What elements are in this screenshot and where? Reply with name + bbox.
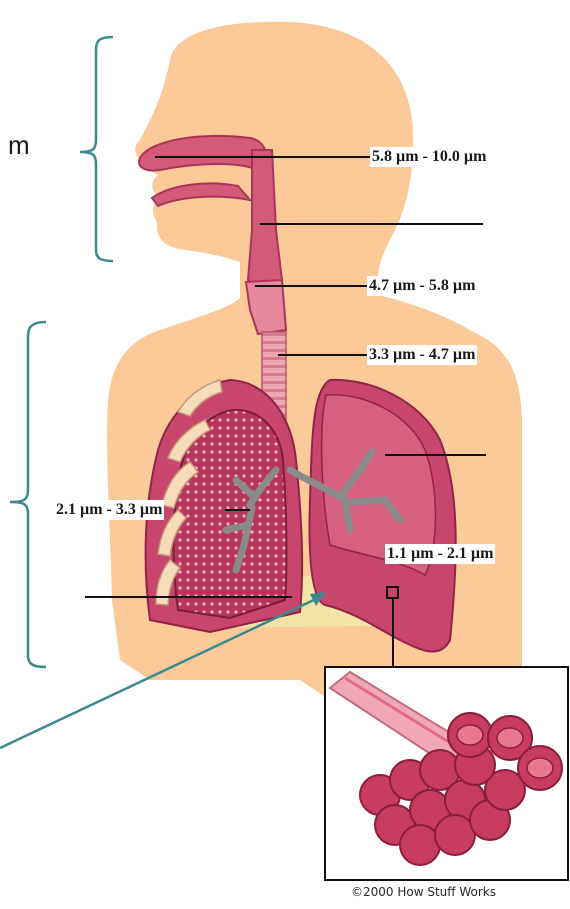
- label-larynx: 4.7 µm - 5.8 µm: [367, 276, 477, 296]
- label-bronchi: 2.1 µm - 3.3 µm: [54, 500, 164, 520]
- cropped-label-fragment: m: [8, 130, 30, 160]
- copyright-credit: ©2000 How Stuff Works: [351, 885, 496, 899]
- label-alveoli: 1.1 µm - 2.1 µm: [385, 544, 495, 564]
- label-nose: 5.8 µm - 10.0 µm: [370, 147, 488, 167]
- label-trachea: 3.3 µm - 4.7 µm: [367, 345, 477, 365]
